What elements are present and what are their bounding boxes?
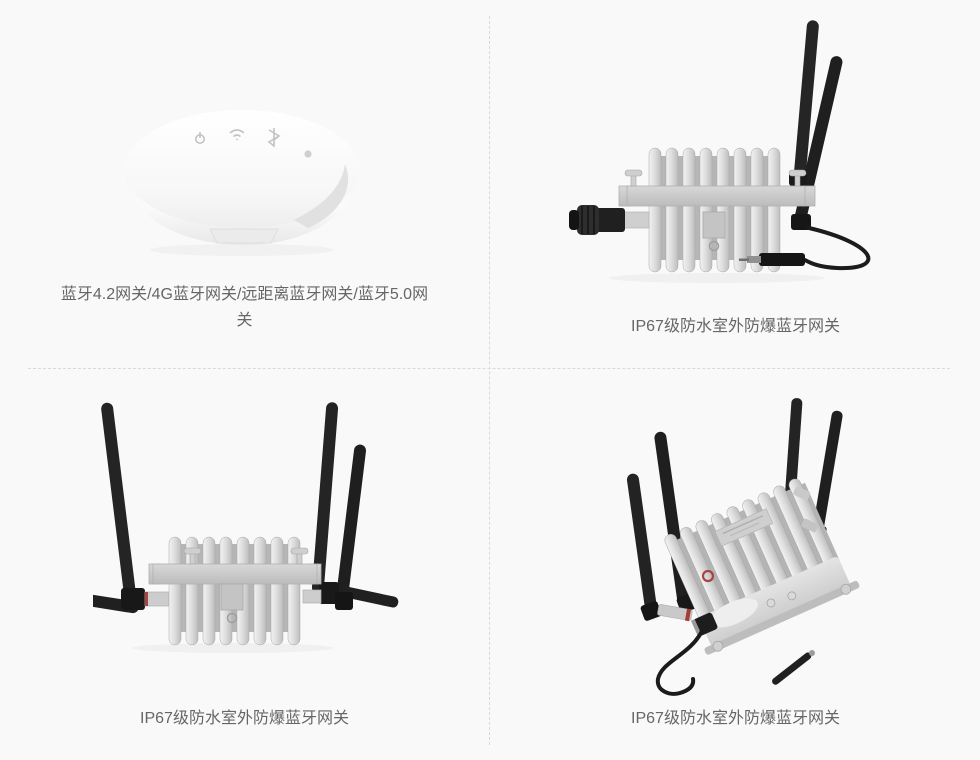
antenna [784,398,803,504]
latch-ring [708,240,720,252]
dome-shadow [150,244,334,256]
enclosure-shadow [609,273,825,283]
red-gasket [145,592,148,606]
enclosure [609,147,825,283]
outdoor-gateway-image-angled [598,393,932,705]
antenna [793,20,819,188]
vertical-divider [489,16,490,745]
antenna-elbow [791,214,811,230]
face-screw [787,591,797,601]
status-led-icon [304,150,312,158]
outdoor-gateway-illustration-3 [626,398,860,696]
dome-top [125,110,359,228]
antenna [311,402,339,594]
outdoor-gateway-illustration-1 [569,20,871,283]
mount-screws [624,169,807,187]
folded-antenna [341,586,399,608]
connector-stubs [657,486,819,622]
detached-antenna [772,650,815,685]
bluetooth-icon [267,128,281,148]
red-gasket-ring [701,569,715,583]
red-gasket [684,608,692,622]
corner-screw [840,583,852,595]
power-cable [655,629,704,696]
antenna-elbow [121,588,145,610]
latch [702,211,726,239]
antenna [335,444,367,604]
outdoor-gateway-illustration-2 [93,402,399,653]
product-caption-text: 蓝牙4.2网关/4G蓝牙网关/远距离蓝牙网关/蓝牙5.0网关 [60,286,429,329]
mount-plate [626,185,806,207]
product-card-outdoor-gateway-1[interactable]: IP67级防水室外防爆蓝牙网关 [491,0,980,368]
antenna-elbow [640,601,662,621]
product-caption: IP67级防水室外防爆蓝牙网关 [631,318,840,335]
antenna-elbow [335,592,353,610]
corner-screw [712,640,724,652]
dome-recess [209,228,279,244]
cable-gland [569,205,650,235]
dome-gateway-image [112,102,372,260]
latch-ring [226,612,238,624]
enclosure [664,478,860,655]
antenna [101,402,137,608]
antenna-elbow [319,582,339,604]
mount-bar [704,580,860,655]
antenna [812,410,843,536]
enclosure [133,536,333,653]
latch [220,583,244,611]
outdoor-gateway-image-two-antennas [569,16,901,288]
cooling-fins [648,147,781,273]
antenna [626,473,658,615]
product-card-dome-gateway[interactable]: 蓝牙4.2网关/4G蓝牙网关/远距离蓝牙网关/蓝牙5.0网关 [0,0,489,368]
dome-gateway-illustration [125,110,359,256]
power-icon [195,132,206,144]
enclosure-shadow [133,643,333,653]
dome-accent-arc [294,164,349,228]
product-card-outdoor-gateway-2[interactable]: IP67级防水室外防爆蓝牙网关 [0,370,489,760]
status-icons [195,128,312,158]
product-card-outdoor-gateway-3[interactable]: IP67级防水室外防爆蓝牙网关 [491,370,980,760]
mount-screws [183,547,309,565]
mount-plate [152,563,318,585]
antennas [93,402,399,614]
product-caption: IP67级防水室外防爆蓝牙网关 [140,710,349,727]
product-caption: 蓝牙4.2网关/4G蓝牙网关/远距离蓝牙网关/蓝牙5.0网关 [0,282,489,334]
product-caption: IP67级防水室外防爆蓝牙网关 [631,710,840,727]
dc-plug [759,253,805,266]
face-screw [766,598,776,608]
wifi-icon [229,129,245,141]
outdoor-gateway-image-four-antennas [93,392,445,660]
power-cable [739,226,871,271]
connector-stubs [144,589,322,607]
